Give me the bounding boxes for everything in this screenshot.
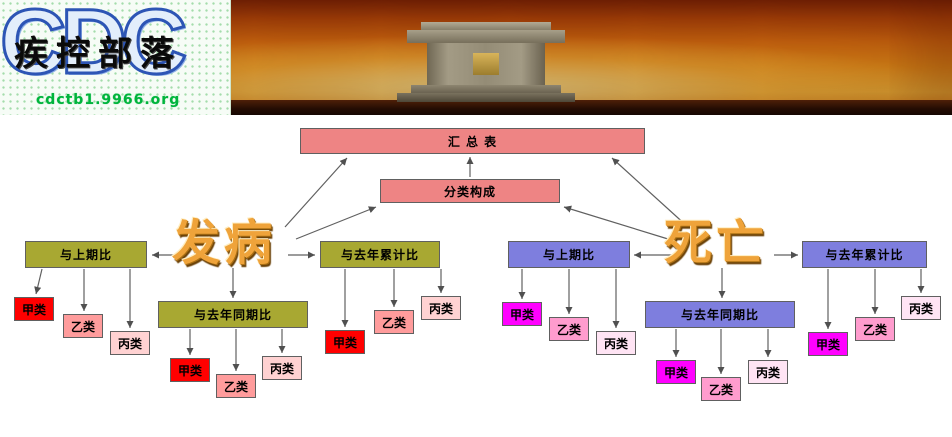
logo-panel: CDC 疾控部落 cdctb1.9966.org <box>0 0 231 115</box>
node-class-c: 丙类 <box>262 356 302 380</box>
banner: CDC 疾控部落 cdctb1.9966.org <box>0 0 952 115</box>
node-category-composition: 分类构成 <box>380 179 560 203</box>
node-class-b: 乙类 <box>216 374 256 398</box>
node-class-a: 甲类 <box>502 302 542 326</box>
monument-image <box>396 22 576 102</box>
logo-calligraphy: 疾控部落 <box>14 34 182 74</box>
node-class-c: 丙类 <box>596 331 636 355</box>
node-incidence-vs-cumulative: 与去年累计比 <box>320 241 440 268</box>
node-class-a: 甲类 <box>325 330 365 354</box>
node-class-a: 甲类 <box>808 332 848 356</box>
horizon-ground <box>0 100 952 115</box>
node-class-c: 丙类 <box>901 296 941 320</box>
node-death-vs-same-period: 与去年同期比 <box>645 301 795 328</box>
node-class-c: 丙类 <box>748 360 788 384</box>
node-death-vs-previous: 与上期比 <box>508 241 630 268</box>
node-class-b: 乙类 <box>549 317 589 341</box>
wordart-incidence-title: 发病 <box>172 215 277 271</box>
flowchart: 汇 总 表 分类构成 发病 死亡 与上期比 与去年累计比 与去年同期比 与上期比… <box>0 115 952 437</box>
monument-plaque <box>473 53 499 75</box>
node-class-a: 甲类 <box>14 297 54 321</box>
connector-lines <box>34 157 925 374</box>
node-class-b: 乙类 <box>701 377 741 401</box>
connector-arrows <box>34 157 925 374</box>
node-class-a: 甲类 <box>170 358 210 382</box>
node-incidence-vs-same-period: 与去年同期比 <box>158 301 308 328</box>
node-incidence-vs-previous: 与上期比 <box>25 241 147 268</box>
site-url-text: cdctb1.9966.org <box>36 92 181 108</box>
node-death-vs-cumulative: 与去年累计比 <box>802 241 927 268</box>
wordart-death-title: 死亡 <box>664 215 769 271</box>
node-summary-table: 汇 总 表 <box>300 128 645 154</box>
node-class-a: 甲类 <box>656 360 696 384</box>
node-class-c: 丙类 <box>421 296 461 320</box>
cdc-logo-text: CDC <box>0 0 189 94</box>
node-class-b: 乙类 <box>855 317 895 341</box>
node-class-b: 乙类 <box>374 310 414 334</box>
node-class-c: 丙类 <box>110 331 150 355</box>
node-class-b: 乙类 <box>63 314 103 338</box>
